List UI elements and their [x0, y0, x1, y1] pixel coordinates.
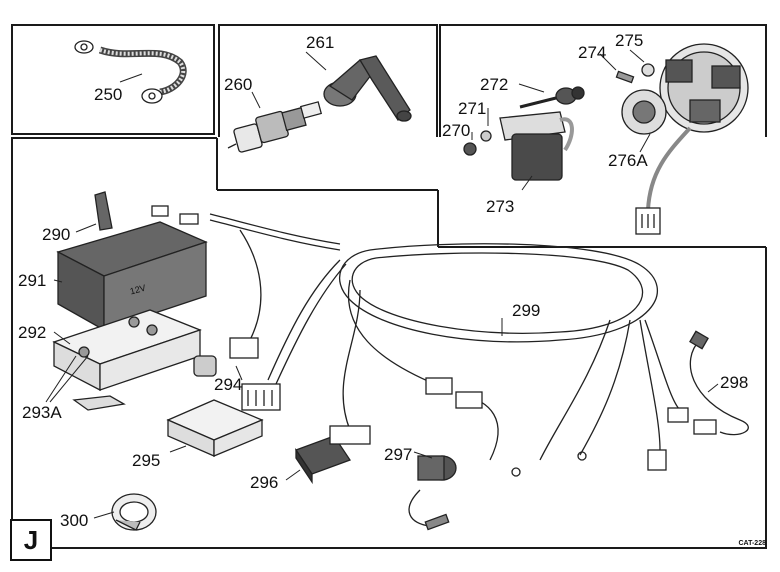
wiring-harness — [151, 205, 749, 477]
callout-297: 297 — [384, 445, 413, 464]
callout-291: 291 — [18, 271, 47, 290]
callout-290: 290 — [42, 225, 71, 244]
voltage-regulator — [295, 425, 371, 485]
ground-cable — [74, 40, 187, 104]
callout-260: 260 — [224, 75, 253, 94]
spark-plug-cap — [323, 55, 412, 122]
callout-274: 274 — [578, 43, 607, 62]
callout-293a: 293A — [22, 403, 62, 422]
connectors — [193, 337, 281, 411]
callout-271: 271 — [458, 99, 487, 118]
callout-295: 295 — [132, 451, 161, 470]
leader-lines — [45, 49, 719, 519]
callout-261: 261 — [306, 33, 335, 52]
battery-voltage-text: 12V — [129, 283, 147, 297]
section-letter-box: J — [10, 519, 52, 561]
callout-276a: 276A — [608, 151, 648, 170]
catalog-code: CAT-228 — [738, 540, 767, 547]
callout-292: 292 — [18, 323, 47, 342]
cdi-unit — [166, 399, 264, 457]
callout-270: 270 — [442, 121, 471, 140]
section-letter: J — [23, 524, 39, 555]
callout-300: 300 — [60, 511, 89, 530]
callout-296: 296 — [250, 473, 279, 492]
callout-272: 272 — [480, 75, 509, 94]
ignition-parts — [463, 43, 749, 235]
callout-298: 298 — [720, 373, 749, 392]
ignition-switch — [408, 455, 457, 531]
callout-250: 250 — [94, 85, 123, 104]
electrical-tape — [111, 493, 157, 531]
spark-plug — [227, 101, 323, 153]
battery-assembly: 12V — [52, 191, 208, 411]
callout-273: 273 — [486, 197, 515, 216]
callout-294: 294 — [214, 375, 243, 394]
callout-275: 275 — [615, 31, 644, 50]
callout-299: 299 — [512, 301, 541, 320]
